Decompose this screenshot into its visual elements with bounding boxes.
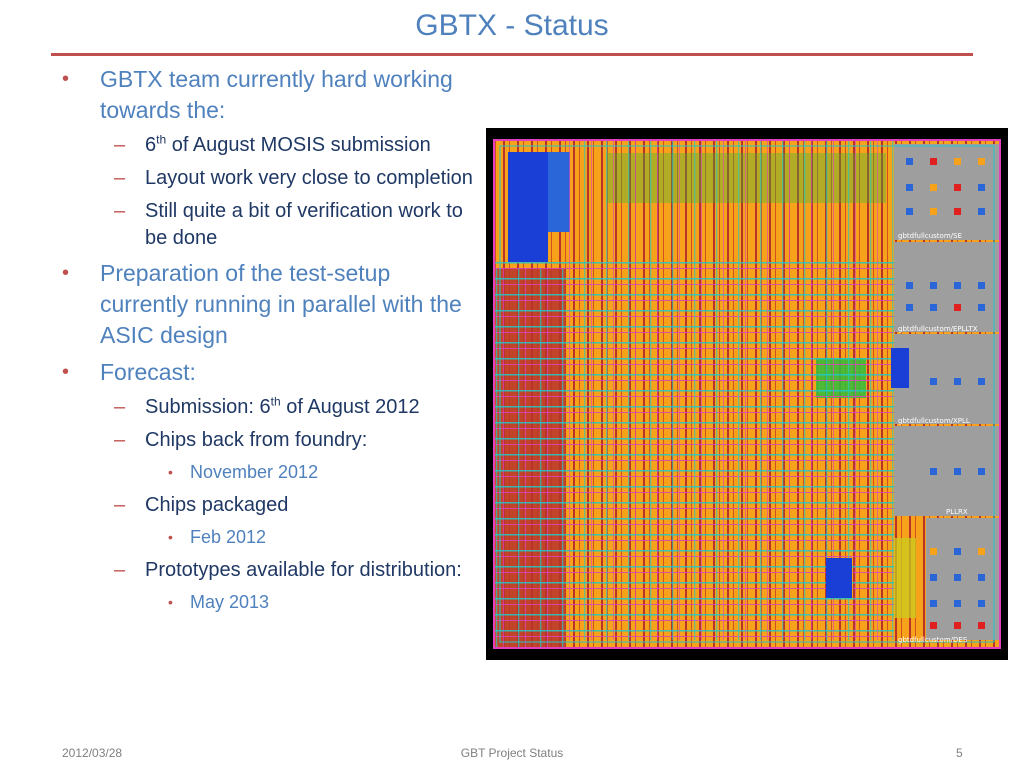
- forecast-item-3-detail-text: Feb 2012: [190, 527, 267, 547]
- sub-bullet-2-text: Layout work very close to completion: [145, 167, 473, 189]
- forecast-item-4-text: Prototypes available for distribution:: [145, 559, 462, 581]
- bullet-3-text: Forecast:: [100, 359, 196, 385]
- chip-layout-graphic: gbtdfullcustom/SE gbtdfullcustom/EPLLTX …: [493, 139, 1001, 649]
- forecast-item-2-detail-text: November 2012: [190, 462, 319, 482]
- forecast-item-4: – Prototypes available for distribution:: [62, 557, 482, 584]
- forecast-item-4-detail: • May 2013: [62, 590, 482, 614]
- dash-marker: –: [114, 134, 126, 156]
- bullet-1: • GBTX team currently hard working towar…: [62, 64, 482, 126]
- sub-bullet-2: – Layout work very close to completion: [62, 165, 482, 192]
- footer-title: GBT Project Status: [460, 746, 564, 760]
- forecast-item-1: – Submission: 6th of August 2012: [62, 394, 482, 421]
- forecast-item-2-detail: • November 2012: [62, 460, 482, 484]
- bullet-marker: •: [62, 68, 70, 90]
- forecast-item-1-post: of August 2012: [280, 396, 420, 418]
- chip-label-se: gbtdfullcustom/SE: [898, 232, 962, 240]
- forecast-item-2: – Chips back from foundry:: [62, 427, 482, 454]
- dash-marker: –: [114, 429, 126, 451]
- dash-marker: –: [114, 494, 126, 516]
- forecast-item-2-text: Chips back from foundry:: [145, 429, 368, 451]
- sub-bullet-1-sup: th: [156, 132, 167, 147]
- bullet-1-text: GBTX team currently hard working towards…: [100, 66, 453, 123]
- sub-bullet-1-post: of August MOSIS submission: [166, 134, 431, 156]
- forecast-item-3: – Chips packaged: [62, 492, 482, 519]
- dash-marker: –: [114, 200, 126, 222]
- slide-title: GBTX - Status: [415, 9, 609, 42]
- sub-bullet-1-pre: 6: [145, 134, 157, 156]
- dash-marker: –: [114, 559, 126, 581]
- forecast-item-3-text: Chips packaged: [145, 494, 289, 516]
- forecast-item-1-sup: th: [270, 394, 281, 409]
- bullet-list: • GBTX team currently hard working towar…: [62, 64, 482, 622]
- bullet-marker: •: [168, 529, 173, 545]
- chip-label-eplltx: gbtdfullcustom/EPLLTX: [898, 325, 978, 333]
- dash-marker: –: [114, 167, 126, 189]
- bullet-2: • Preparation of the test-setup currentl…: [62, 258, 482, 351]
- bullet-marker: •: [168, 464, 173, 480]
- page-number: 5: [956, 746, 963, 760]
- bullet-3: • Forecast:: [62, 357, 482, 388]
- forecast-item-1-pre: Submission: 6: [145, 396, 271, 418]
- chip-label-des: gbtdfullcustom/DES: [898, 636, 968, 644]
- dash-marker: –: [114, 396, 126, 418]
- bullet-marker: •: [62, 262, 70, 284]
- bullet-marker: •: [62, 361, 70, 383]
- title-divider: [51, 53, 973, 56]
- footer-date: 2012/03/28: [62, 746, 123, 760]
- chip-layout-image: gbtdfullcustom/SE gbtdfullcustom/EPLLTX …: [486, 128, 1008, 660]
- bullet-marker: •: [168, 594, 173, 610]
- chip-label-xpll: gbtdfullcustom/XPLL: [898, 417, 970, 425]
- sub-bullet-1: – 6th of August MOSIS submission: [62, 132, 482, 159]
- bullet-2-text: Preparation of the test-setup currently …: [100, 260, 462, 348]
- sub-bullet-3-text: Still quite a bit of verification work t…: [145, 200, 463, 249]
- forecast-item-3-detail: • Feb 2012: [62, 525, 482, 549]
- sub-bullet-3: – Still quite a bit of verification work…: [62, 198, 482, 252]
- chip-label-pllrx: PLLRX: [946, 508, 968, 516]
- forecast-item-4-detail-text: May 2013: [190, 592, 270, 612]
